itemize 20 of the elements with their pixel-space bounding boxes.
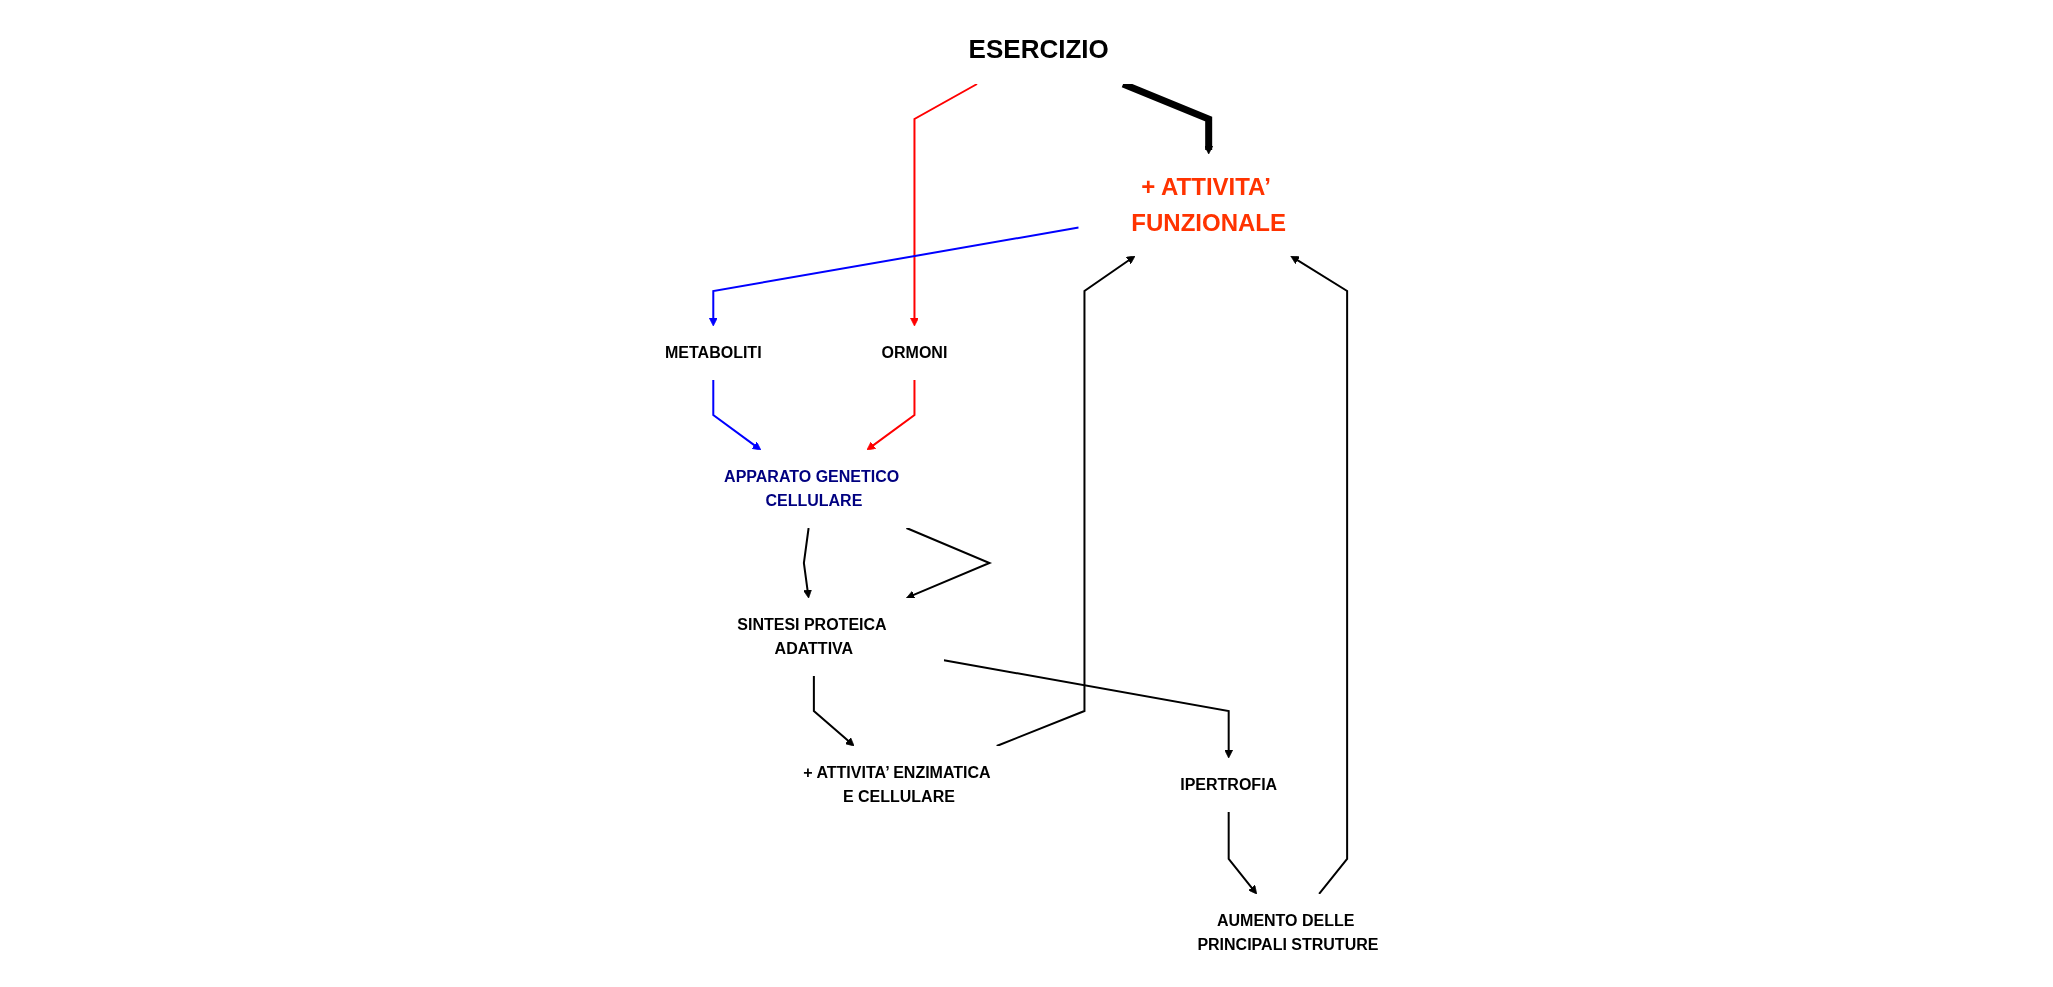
- arrow: [812, 675, 855, 747]
- node-text: AUMENTO DELLE PRINCIPALI STRUTURE: [1197, 911, 1379, 953]
- node-text: IPERTROFIA: [1180, 775, 1278, 793]
- arrow: [866, 379, 916, 451]
- arrow: [1227, 811, 1258, 895]
- arrow: [905, 527, 993, 599]
- arrow: [712, 379, 762, 451]
- node-text: + ATTIVITA’ FUNZIONALE: [1131, 173, 1287, 236]
- node-text: + ATTIVITA’ ENZIMATICA E CELLULARE: [803, 763, 991, 805]
- node-text: APPARATO GENETICO CELLULARE: [724, 467, 900, 509]
- node-text: METABOLITI: [665, 343, 762, 361]
- arrow: [1290, 255, 1349, 895]
- node-text: ORMONI: [881, 343, 948, 361]
- arrow: [942, 659, 1234, 759]
- arrow: [708, 226, 1080, 327]
- arrow: [802, 527, 812, 599]
- node-text: SINTESI PROTEICA ADATTIVA: [737, 615, 887, 657]
- arrow: [910, 83, 979, 327]
- node-text: ESERCIZIO: [968, 34, 1109, 64]
- arrow: [995, 255, 1136, 747]
